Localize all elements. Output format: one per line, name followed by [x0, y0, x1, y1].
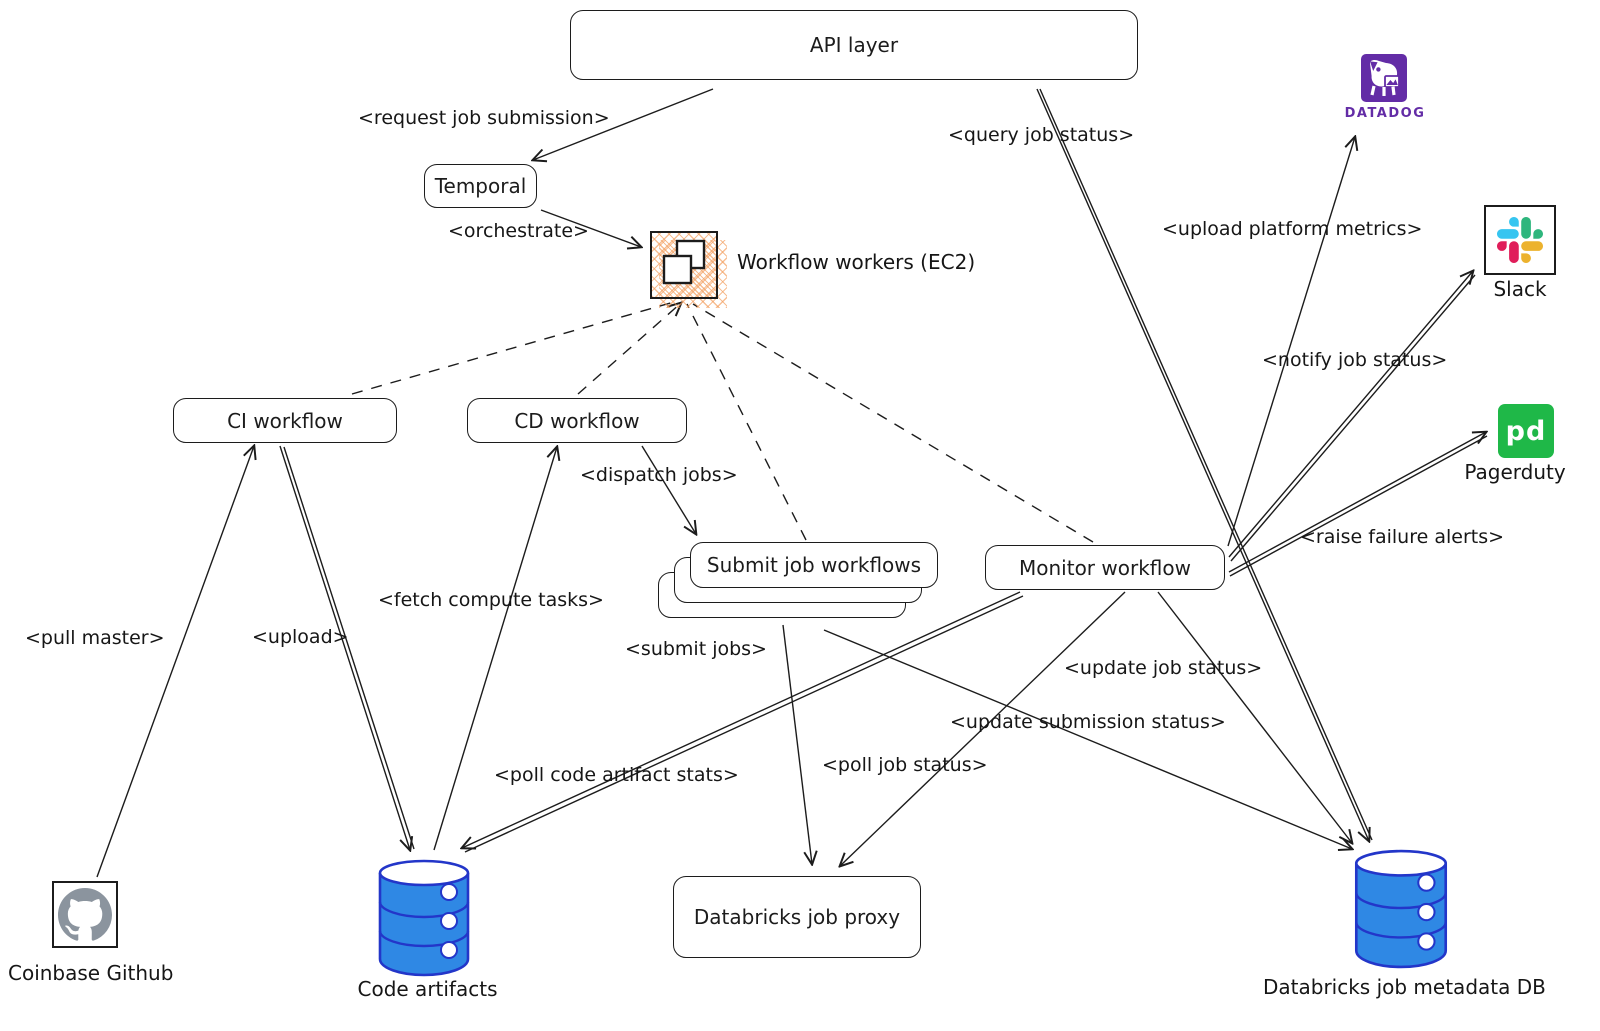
node-api-layer: API layer [570, 10, 1138, 80]
database-cylinder-glyph [378, 859, 470, 977]
label-dispatch-jobs: <dispatch jobs> [580, 464, 738, 486]
edge-workers-ci-dashed [351, 301, 675, 395]
edge-poll-code-artifact-stats [462, 591, 1024, 853]
submit-stack-layer-1: Submit job workflows [690, 542, 938, 588]
label-update-job-status: <update job status> [1064, 657, 1263, 679]
label-fetch-compute-tasks: <fetch compute tasks> [378, 589, 604, 611]
node-databricks-job-proxy: Databricks job proxy [673, 876, 921, 958]
label-update-submission-status: <update submission status> [950, 711, 1226, 733]
edge-update-submission-status [823, 629, 1352, 849]
edge-submit-jobs [782, 624, 812, 864]
edge-raise-failure-alerts [1228, 432, 1487, 577]
edge-pull-master [96, 446, 254, 878]
coinbase-github-label: Coinbase Github [8, 961, 174, 985]
edge-dispatch-jobs [641, 445, 696, 534]
slack-label: Slack [1493, 277, 1547, 301]
label-raise-failure-alerts: <raise failure alerts> [1300, 526, 1505, 548]
datadog-dog-glyph [1361, 54, 1407, 102]
label-query-job-status: <query job status> [948, 124, 1135, 146]
label-notify-job-status: <notify job status> [1262, 349, 1448, 371]
datadog-wordmark: DATADOG [1344, 106, 1426, 121]
slack-logo-glyph [1497, 217, 1543, 263]
workflow-workers-icon [650, 231, 728, 309]
edge-update-job-status [1157, 591, 1352, 843]
octocat-glyph [58, 887, 112, 941]
workflow-workers-label: Workflow workers (EC2) [737, 250, 976, 274]
node-temporal: Temporal [424, 164, 537, 208]
edge-upload-platform-metrics [1227, 137, 1355, 547]
edge-notify-job-status [1228, 271, 1476, 562]
slack-icon [1484, 205, 1556, 275]
edge-poll-job-status [840, 591, 1126, 866]
pagerduty-icon: pd [1498, 404, 1554, 458]
node-monitor-workflow: Monitor workflow [985, 545, 1225, 590]
edge-orchestrate [540, 209, 641, 247]
label-orchestrate: <orchestrate> [448, 220, 589, 242]
label-upload-platform-metrics: <upload platform metrics> [1162, 218, 1423, 240]
label-pull-master: <pull master> [25, 627, 165, 649]
workers-icon-box [650, 231, 718, 299]
database-cylinder-glyph [1354, 849, 1448, 969]
databricks-metadata-db-label: Databricks job metadata DB [1263, 975, 1546, 999]
label-poll-job-status: <poll job status> [822, 754, 988, 776]
node-ci-workflow: CI workflow [173, 398, 397, 443]
databricks-metadata-db-icon [1352, 845, 1450, 975]
edge-request-job-submission [533, 88, 714, 160]
label-upload: <upload> [252, 626, 349, 648]
node-cd-workflow: CD workflow [467, 398, 687, 443]
github-icon [52, 881, 118, 948]
datadog-icon [1360, 53, 1408, 103]
edge-query-job-status [1036, 88, 1373, 841]
edge-workers-submit-dashed [686, 303, 807, 541]
edge-workers-monitor-dashed [692, 303, 1094, 543]
label-poll-code-artifact-stats: <poll code artifact stats> [494, 764, 739, 786]
pagerduty-label: Pagerduty [1464, 460, 1566, 484]
code-artifacts-db-icon [376, 855, 472, 983]
overlapping-squares-glyph [662, 239, 706, 285]
label-request-job-submission: <request job submission> [358, 107, 610, 129]
edge-workers-cd-dashed [577, 303, 681, 395]
code-artifacts-label: Code artifacts [357, 977, 498, 1001]
edge-upload [279, 445, 415, 850]
label-submit-jobs: <submit jobs> [625, 638, 767, 660]
edge-fetch-compute-tasks [433, 447, 557, 851]
